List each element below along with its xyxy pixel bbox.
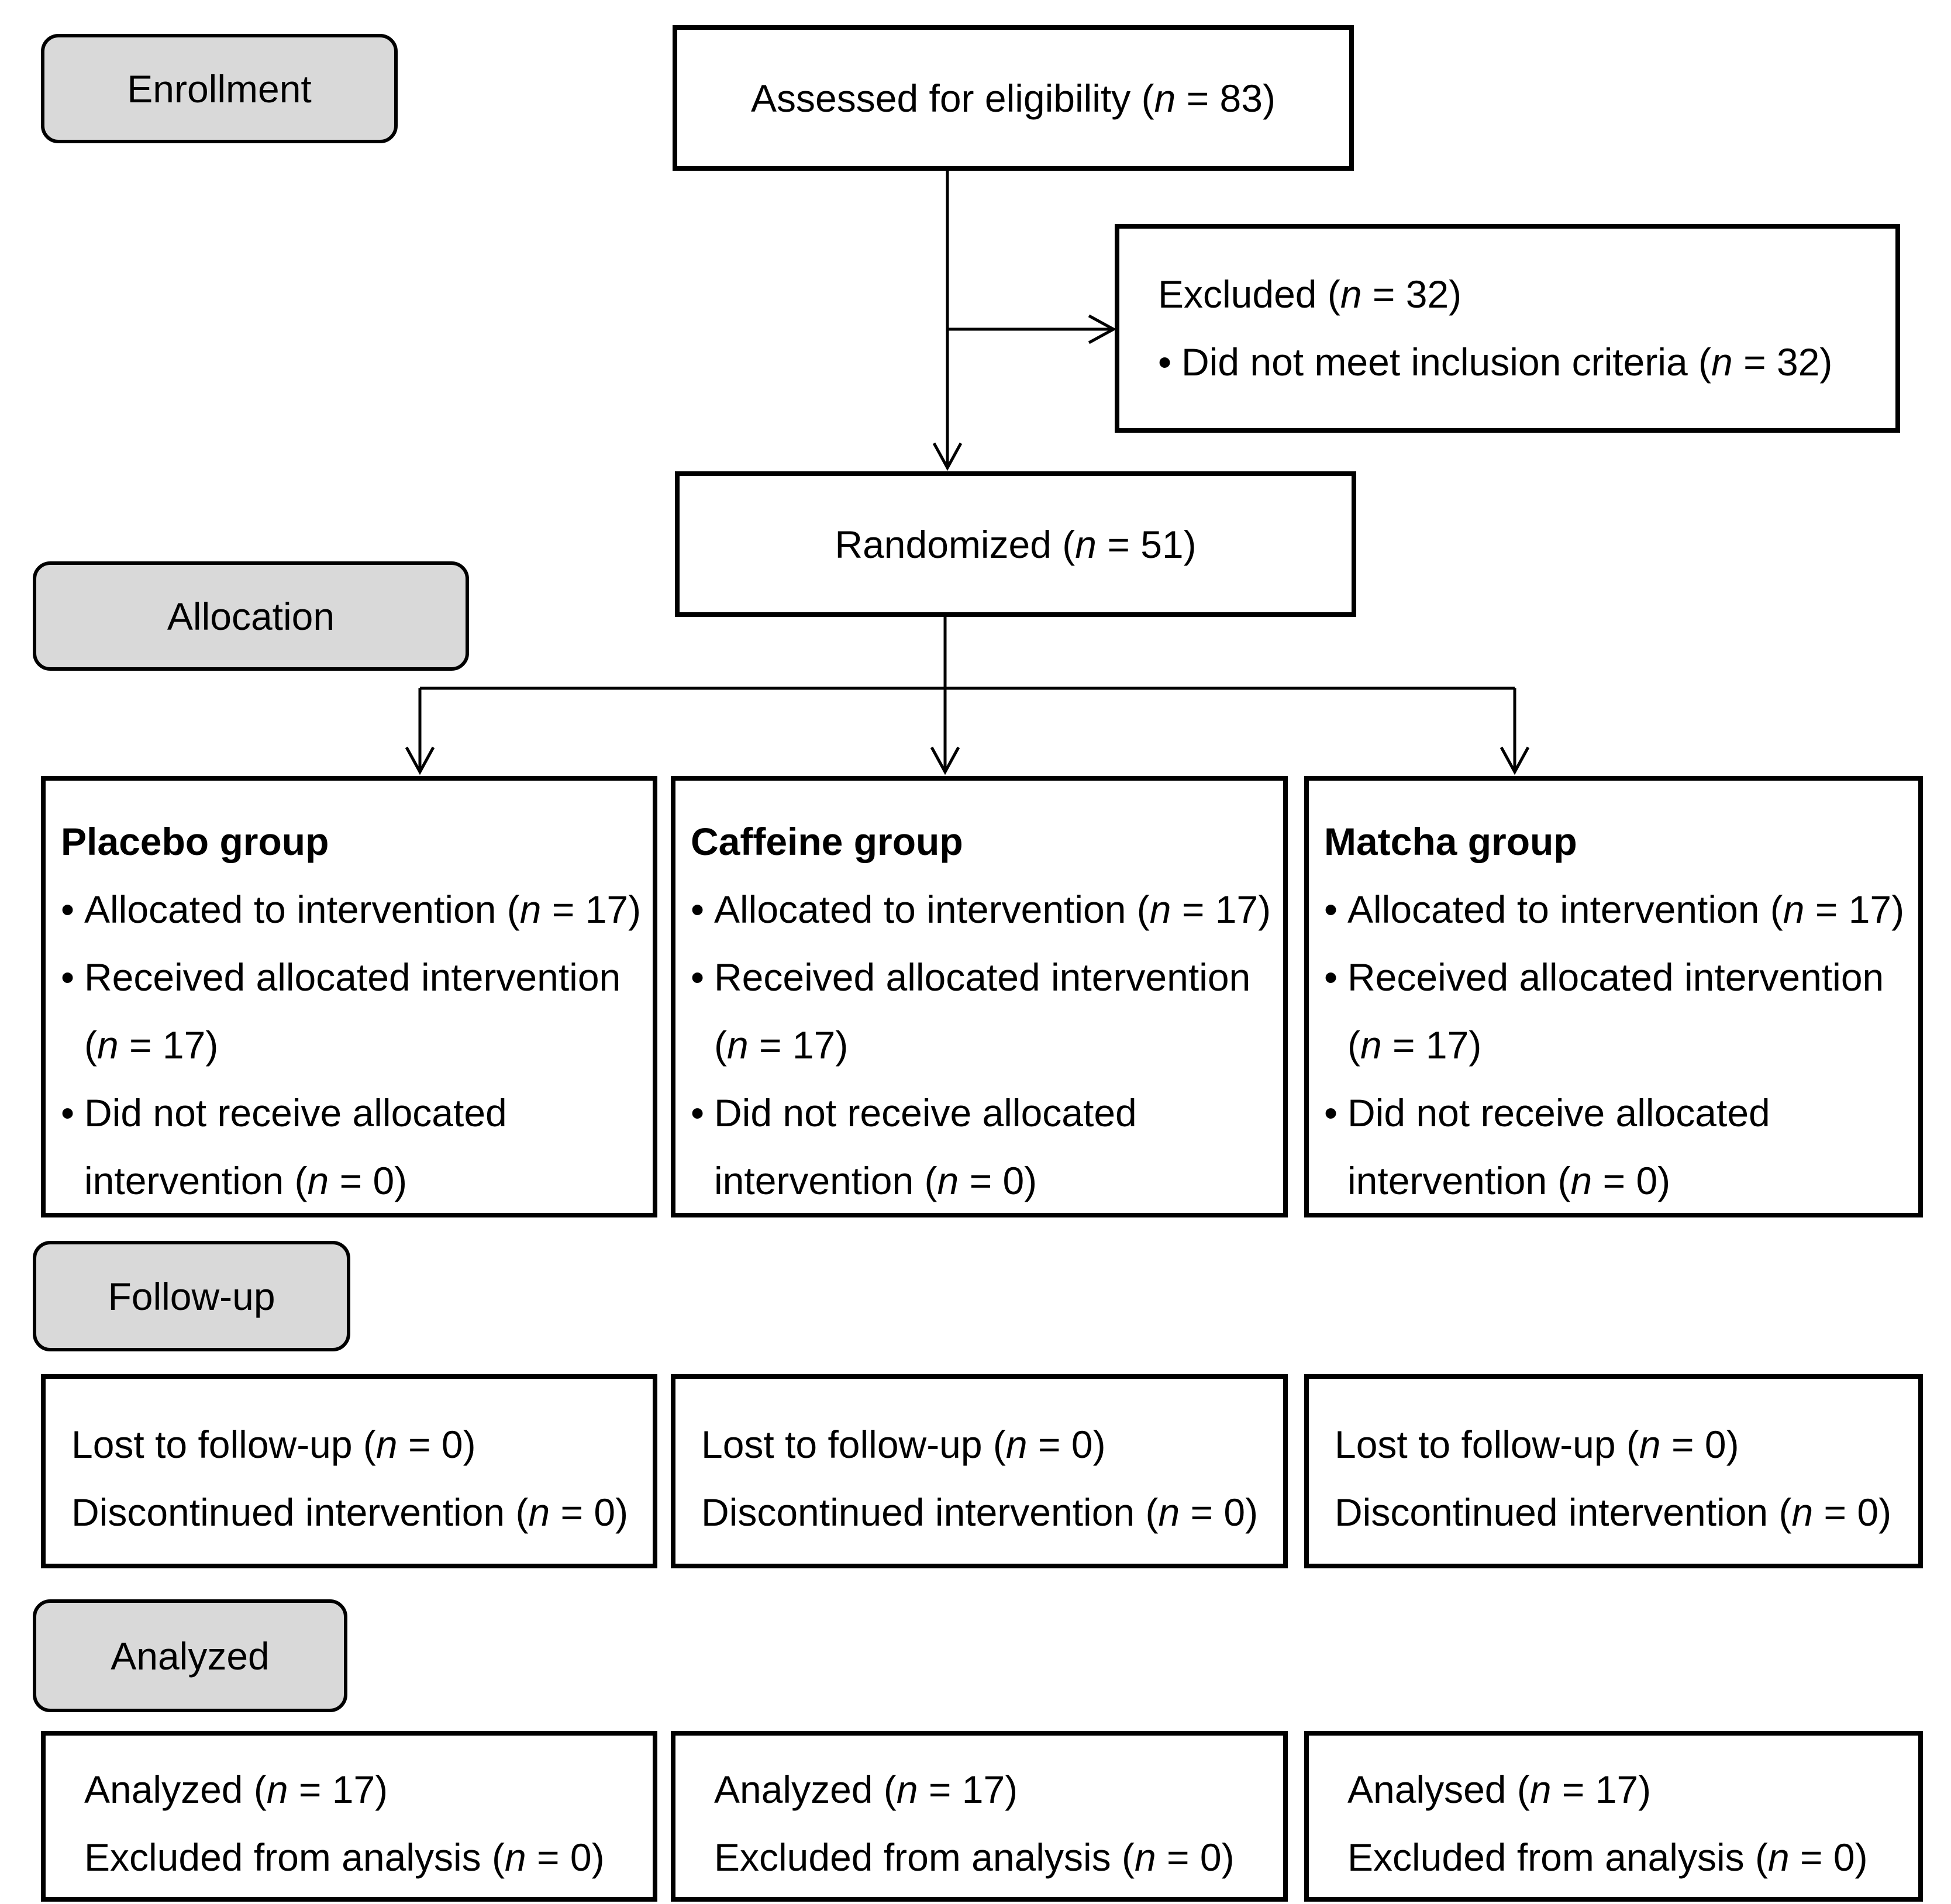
excluded-title: Excluded (n = 32) [1158, 273, 1462, 316]
excluded-analysis-line: Excluded from analysis (n = 0) [1347, 1836, 1868, 1879]
not-received-line: •Did not receive allocated [1324, 1091, 1770, 1134]
received-count: (n = 17) [84, 1023, 219, 1067]
arrowhead-matcha [1500, 746, 1530, 775]
arrowhead-caffeine [930, 746, 960, 775]
not-received-line: •Did not receive allocated [61, 1091, 507, 1134]
excluded-analysis-line: Excluded from analysis (n = 0) [84, 1836, 605, 1879]
stage-followup: Follow-up [33, 1241, 350, 1351]
allocated-line: •Allocated to intervention (n = 17) [1324, 888, 1905, 931]
stage-allocation: Allocation [33, 561, 469, 671]
arrowhead-excluded [1088, 314, 1117, 344]
group-name: Caffeine group [691, 820, 963, 863]
not-received-count: intervention (n = 0) [714, 1159, 1037, 1202]
allocated-line: •Allocated to intervention (n = 17) [691, 888, 1271, 931]
received-line: •Received allocated intervention [1324, 956, 1884, 999]
randomized-box: Randomized (n = 51) [675, 471, 1356, 617]
received-count: (n = 17) [714, 1023, 849, 1067]
arrowhead-placebo [405, 746, 435, 775]
followup-box-placebo: Lost to follow-up (n = 0) Discontinued i… [41, 1374, 657, 1568]
stage-enrollment-label: Enrollment [127, 67, 312, 111]
analyzed-line: Analyzed (n = 17) [84, 1768, 388, 1811]
allocation-box-caffeine: Caffeine group •Allocated to interventio… [671, 776, 1288, 1217]
received-line: •Received allocated intervention [61, 956, 621, 999]
followup-box-matcha: Lost to follow-up (n = 0) Discontinued i… [1304, 1374, 1923, 1568]
excluded-reason: •Did not meet inclusion criteria (n = 32… [1158, 340, 1833, 384]
analyzed-line: Analysed (n = 17) [1347, 1768, 1652, 1811]
arrowhead-randomized [932, 442, 963, 471]
analyzed-box-matcha: Analysed (n = 17) Excluded from analysis… [1304, 1731, 1923, 1902]
assessed-text: Assessed for eligibility (n = 83) [751, 76, 1276, 120]
not-received-count: intervention (n = 0) [84, 1159, 408, 1202]
assessed-box: Assessed for eligibility (n = 83) [673, 25, 1354, 171]
followup-box-caffeine: Lost to follow-up (n = 0) Discontinued i… [671, 1374, 1288, 1568]
received-count: (n = 17) [1347, 1023, 1482, 1067]
received-line: •Received allocated intervention [691, 956, 1251, 999]
stage-allocation-label: Allocation [167, 594, 335, 638]
not-received-line: •Did not receive allocated [691, 1091, 1137, 1134]
group-name: Placebo group [61, 820, 329, 863]
discontinued-line: Discontinued intervention (n = 0) [701, 1491, 1259, 1534]
randomized-text: Randomized (n = 51) [835, 522, 1197, 566]
allocation-box-matcha: Matcha group •Allocated to intervention … [1304, 776, 1923, 1217]
stage-followup-label: Follow-up [108, 1274, 275, 1318]
excluded-analysis-line: Excluded from analysis (n = 0) [714, 1836, 1235, 1879]
lost-line: Lost to follow-up (n = 0) [1335, 1423, 1739, 1466]
allocated-line: •Allocated to intervention (n = 17) [61, 888, 642, 931]
lost-line: Lost to follow-up (n = 0) [71, 1423, 476, 1466]
discontinued-line: Discontinued intervention (n = 0) [71, 1491, 629, 1534]
analyzed-box-caffeine: Analyzed (n = 17) Excluded from analysis… [671, 1731, 1288, 1902]
discontinued-line: Discontinued intervention (n = 0) [1335, 1491, 1892, 1534]
allocation-box-placebo: Placebo group •Allocated to intervention… [41, 776, 657, 1217]
not-received-count: intervention (n = 0) [1347, 1159, 1671, 1202]
stage-analyzed: Analyzed [33, 1599, 347, 1712]
stage-enrollment: Enrollment [41, 34, 398, 143]
analyzed-box-placebo: Analyzed (n = 17) Excluded from analysis… [41, 1731, 657, 1902]
group-name: Matcha group [1324, 820, 1577, 863]
stage-analyzed-label: Analyzed [111, 1634, 270, 1678]
lost-line: Lost to follow-up (n = 0) [701, 1423, 1106, 1466]
excluded-box: Excluded (n = 32) •Did not meet inclusio… [1115, 224, 1900, 433]
analyzed-line: Analyzed (n = 17) [714, 1768, 1018, 1811]
